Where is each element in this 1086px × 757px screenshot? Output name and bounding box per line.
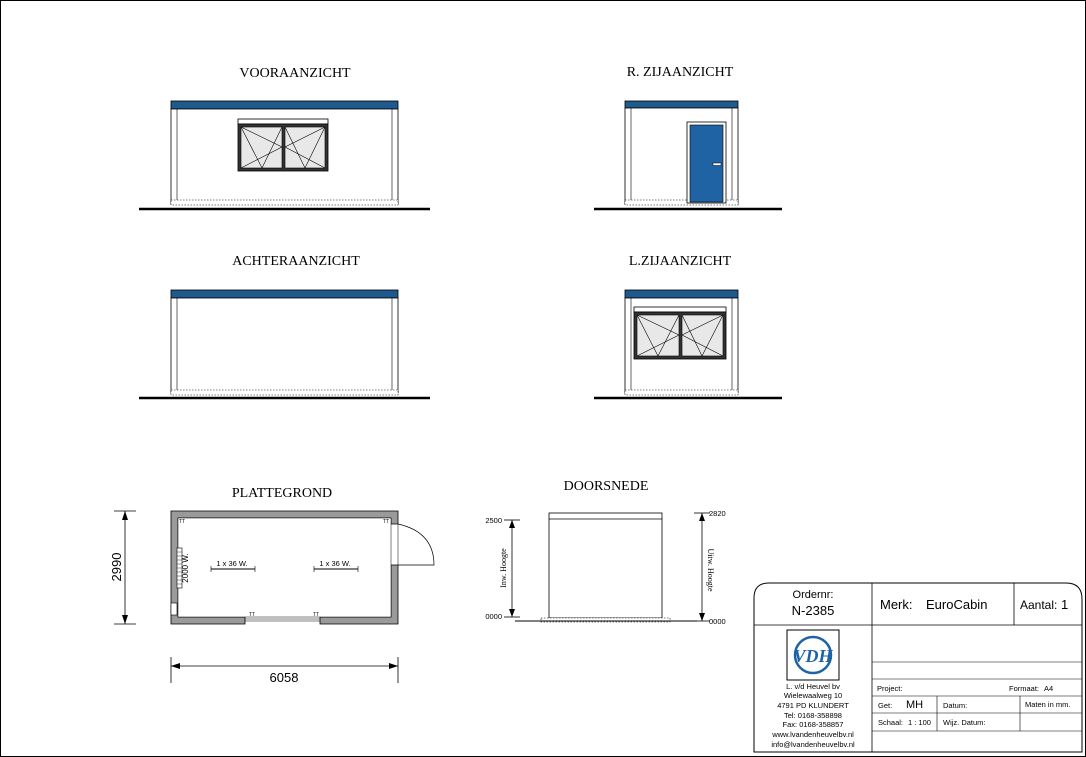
company-email: info@lvandenheuvelbv.nl xyxy=(771,740,855,749)
height-dimension-value: 2990 xyxy=(109,553,124,582)
brand-value: EuroCabin xyxy=(926,597,987,612)
heater-label: 2000 W. xyxy=(181,553,190,582)
front-view-title: VOORAANZICHT xyxy=(239,66,351,81)
brand-label: Merk: xyxy=(880,597,913,612)
floor-plan-title: PLATTEGROND xyxy=(232,486,332,501)
section-body xyxy=(548,512,663,619)
outer-height-label: Uitw. Hoogte xyxy=(706,548,715,591)
company-line-3: 4791 PD KLUNDERT xyxy=(777,701,849,710)
rear-view-title: ACHTERAANZICHT xyxy=(232,254,360,269)
outer-height-top: 2820 xyxy=(709,509,726,518)
section-base xyxy=(540,617,671,623)
right-roof xyxy=(624,100,739,109)
inner-height-top: 2500 xyxy=(485,516,502,525)
floor-plan-height-dimension: 2990 xyxy=(109,510,136,625)
floor-plan-width-dimension: 6058 xyxy=(170,657,399,685)
outer-height-dimension: 2820 0000 Uitw. Hoogte xyxy=(694,509,726,626)
light-2-label: 1 x 36 W. xyxy=(319,559,350,568)
revision-date-label: Wijz. Datum: xyxy=(943,718,986,727)
company-line-2: Wielewaalweg 10 xyxy=(784,691,842,700)
drawn-by-label: Get: xyxy=(878,701,892,710)
logo-mark: VDH xyxy=(793,646,833,666)
company-line-5: Fax: 0168-358857 xyxy=(783,720,844,729)
scale-value: 1 : 100 xyxy=(908,718,931,727)
left-side-view-title: L.ZIJAANZICHT xyxy=(629,254,732,269)
cross-section: DOORSNEDE 2500 0000 Inw. Hoogte 2820 000… xyxy=(485,479,725,626)
company-website: www.lvandenheuvelbv.nl xyxy=(771,730,854,739)
width-dimension-value: 6058 xyxy=(270,670,299,685)
electrical-box xyxy=(170,602,178,616)
socket-4: TT xyxy=(179,519,185,525)
project-label: Project: xyxy=(877,684,902,693)
left-side-view: L.ZIJAANZICHT xyxy=(594,254,782,400)
front-roof xyxy=(170,100,399,110)
left-roof xyxy=(624,289,739,299)
rear-wall xyxy=(170,297,399,394)
socket-1: TT xyxy=(249,612,255,618)
company-line-4: Tel: 0168-358898 xyxy=(784,711,842,720)
front-window-shutter xyxy=(237,118,329,125)
light-1-label: 1 x 36 W. xyxy=(216,559,247,568)
front-view: VOORAANZICHT xyxy=(139,66,430,211)
right-side-view: R. ZIJAANZICHT xyxy=(594,65,782,211)
format-value: A4 xyxy=(1044,684,1053,693)
socket-2: TT xyxy=(313,612,319,618)
socket-3: TT xyxy=(383,519,389,525)
units-note: Maten in mm. xyxy=(1025,700,1070,709)
drawn-by-value: MH xyxy=(906,699,923,711)
right-side-view-title: R. ZIJAANZICHT xyxy=(627,65,734,80)
format-label: Formaat: xyxy=(1009,684,1039,693)
floor-plan: PLATTEGROND 2000 W. 1 x 36 W. 1 x 36 W. xyxy=(109,486,435,685)
inner-height-bottom: 0000 xyxy=(485,612,502,621)
inner-height-dimension: 2500 0000 Inw. Hoogte xyxy=(485,516,520,621)
title-block: Ordernr: N-2385 Merk: EuroCabin Aantal: … xyxy=(753,582,1083,753)
date-label: Datum: xyxy=(943,701,967,710)
company-line-1: L. v/d Heuvel bv xyxy=(786,682,840,691)
outer-height-bottom: 0000 xyxy=(709,617,726,626)
door-handle xyxy=(712,162,722,166)
count-value: 1 xyxy=(1061,597,1068,612)
left-window-shutter xyxy=(633,306,727,313)
company-logo: VDH xyxy=(786,629,840,681)
scale-label: Schaal: xyxy=(878,718,903,727)
order-label: Ordernr: xyxy=(793,589,834,601)
cross-section-title: DOORSNEDE xyxy=(564,479,649,494)
rear-view: ACHTERAANZICHT xyxy=(139,254,430,400)
order-value: N-2385 xyxy=(792,603,835,618)
count-label: Aantal: xyxy=(1020,598,1057,612)
rear-roof xyxy=(170,289,399,299)
door-swing xyxy=(397,523,435,566)
inner-height-label: Inw. Hoogte xyxy=(499,548,508,588)
